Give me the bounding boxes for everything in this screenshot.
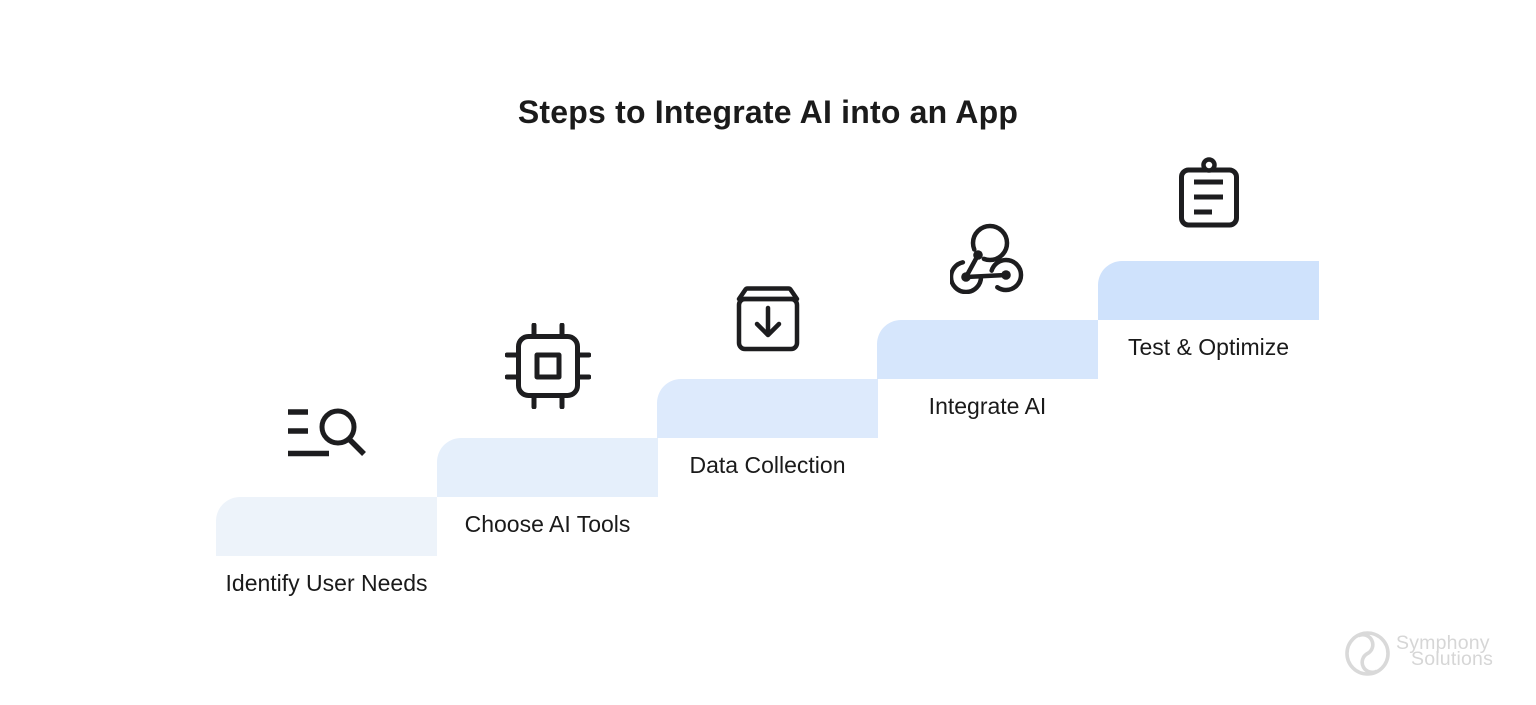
cpu-chip-icon — [504, 323, 591, 409]
symphony-solutions-logo: Symphony Solutions — [1344, 630, 1493, 677]
watermark-text: Symphony Solutions — [1396, 630, 1494, 670]
box-arrow-down-icon — [736, 286, 799, 352]
symphony-s-logo-icon — [1345, 631, 1390, 676]
step-test-and-optimize: Test & Optimize — [1098, 157, 1319, 360]
step-integrate-ai: Integrate AI — [877, 223, 1098, 419]
step-choose-ai-tools: Choose AI Tools — [437, 323, 658, 537]
watermark-line2: Solutions — [1411, 647, 1494, 670]
step-label: Integrate AI — [928, 393, 1047, 419]
search-list-icon — [287, 408, 366, 457]
step-label: Choose AI Tools — [464, 511, 631, 537]
step-label: Data Collection — [689, 452, 846, 478]
step-block — [216, 497, 437, 556]
watermark-line1: Symphony — [1396, 632, 1490, 654]
step-data-collection: Data Collection — [657, 286, 878, 478]
clipboard-notes-icon — [1178, 157, 1239, 228]
step-label: Test & Optimize — [1127, 334, 1290, 360]
step-identify-user-needs: Identify User Needs — [216, 408, 437, 596]
page-title: Steps to Integrate AI into an App — [517, 94, 1019, 130]
step-block — [657, 379, 878, 438]
step-block — [437, 438, 658, 497]
step-block — [1098, 261, 1319, 320]
step-label: Identify User Needs — [225, 570, 428, 596]
webhook-nodes-icon — [949, 223, 1023, 294]
step-block — [877, 320, 1098, 379]
